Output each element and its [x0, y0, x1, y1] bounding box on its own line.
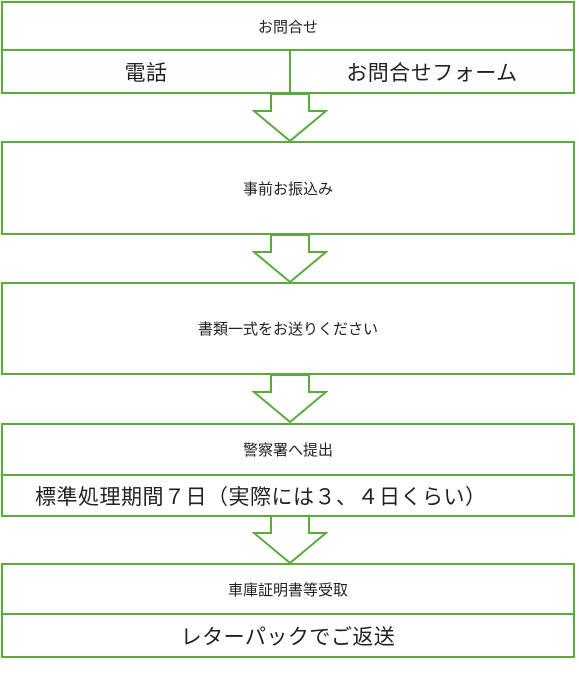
- option-phone: 電話: [124, 60, 168, 85]
- step-send-documents-title: 書類一式をお送りください: [197, 320, 378, 338]
- divider: [3, 49, 573, 51]
- step-prepayment-title: 事前お振込み: [242, 179, 333, 198]
- flow-arrow-icon: [252, 94, 328, 142]
- step-inquiry-title: お問合せ: [257, 17, 318, 36]
- step-receive-certificate-box: 車庫証明書等受取 レターパックでご返送: [1, 563, 575, 658]
- processing-period-note: 標準処理期間７日（実際には３、４日くらい）: [35, 484, 487, 509]
- step-prepayment-box: 事前お振込み: [1, 141, 575, 235]
- divider: [3, 474, 573, 476]
- step-receive-certificate-title: 車庫証明書等受取: [227, 580, 348, 599]
- flow-arrow-icon: [252, 375, 328, 423]
- step-inquiry-box: お問合せ 電話 お問合せフォーム: [1, 1, 575, 94]
- step-police-submission-box: 警察署へ提出 標準処理期間７日（実際には３、４日くらい）: [1, 423, 575, 517]
- divider: [3, 613, 573, 615]
- return-method-note: レターパックでご返送: [180, 624, 396, 649]
- step-send-documents-box: 書類一式をお送りください: [1, 282, 575, 375]
- option-inquiry-form: お問合せフォーム: [346, 60, 518, 85]
- step-police-submission-title: 警察署へ提出: [242, 441, 333, 459]
- flow-arrow-icon: [252, 516, 328, 564]
- flow-arrow-icon: [252, 235, 328, 283]
- divider: [289, 51, 291, 92]
